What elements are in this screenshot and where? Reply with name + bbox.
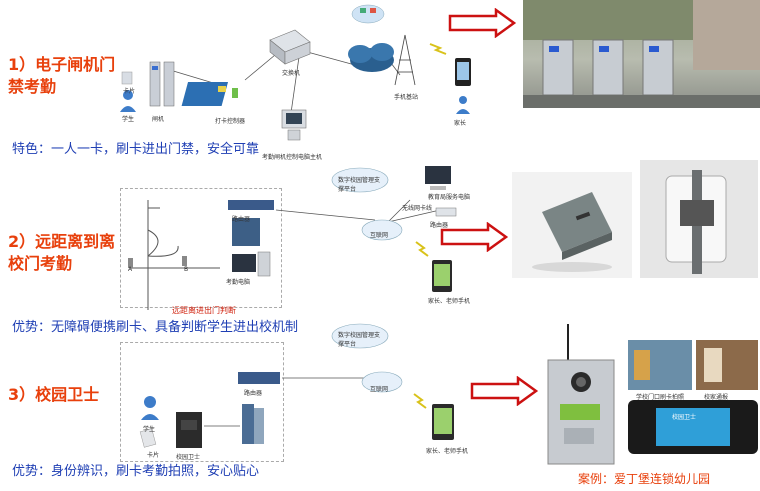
section-1-title-line1: 1）电子闸机门 (8, 55, 116, 74)
s3-label-internet: 互联网 (370, 386, 389, 393)
s2-zone-label: 远距离进出门判断 (172, 306, 236, 315)
school-pc-icon (425, 166, 451, 190)
antenna-reader-photo (640, 160, 758, 278)
s2-label-cloud: 数字校园管理支撑平台 (338, 177, 381, 193)
phone-icon-2 (432, 260, 452, 292)
internet-cloud-icon-3 (361, 371, 403, 393)
reader-a-icon (128, 258, 133, 268)
section-1-feature: 特色：一人一卡，刷卡进出门禁，安全可靠 (12, 142, 260, 157)
card-icon (139, 428, 157, 448)
campus-guard-photo (542, 324, 620, 466)
section-2-title: 2）远距离到离 校门考勤 (8, 231, 128, 275)
s2-label-school-pc: 教育局服务电脑 (428, 194, 471, 201)
screen-label-2: 校家通报 (704, 394, 729, 401)
section-1-title: 1）电子闸机门 禁考勤 (8, 54, 128, 98)
section-3-zone-box (120, 342, 284, 462)
arrow-3 (470, 376, 539, 406)
s2-label-b: B (184, 266, 189, 273)
arrow-1 (448, 8, 517, 38)
s2-label-a: A (128, 266, 133, 273)
switch-rack-icon (238, 372, 280, 444)
cell-tower-icon (394, 34, 416, 86)
screen-label-1: 学校门口刷卡拍照 (636, 394, 685, 401)
s1-label-parent: 家长 (454, 120, 467, 127)
internet-cloud-icon (361, 219, 403, 241)
turnstile-photo (523, 0, 760, 108)
switch-icon (269, 29, 311, 65)
section-3-title-line1: 3）校园卫士 (8, 385, 100, 404)
host-pc-icon (281, 109, 307, 141)
s1-label-controller: 打卡控制器 (215, 118, 246, 125)
section-2-title-line2: 校门考勤 (8, 254, 73, 273)
section-3-diagram (139, 323, 454, 448)
s1-label-student: 学生 (122, 116, 135, 123)
wireless-signal-icon-2 (415, 241, 429, 257)
section-2-title-line1: 2）远距离到离 (8, 232, 116, 251)
gate-icon (149, 61, 175, 107)
monitor-pc-icon (232, 251, 271, 277)
s3-label-cloud: 数字校园管理支撑平台 (338, 332, 381, 348)
case-label: 案例：爱丁堡连锁幼儿园 (578, 472, 711, 486)
phone-icon-3 (432, 404, 454, 440)
device-brand-label: 校园卫士 (672, 414, 697, 421)
s3-label-phone: 家长、老师手机 (426, 448, 469, 455)
router-icon (228, 200, 274, 246)
parent-icon (456, 96, 470, 114)
wireless-signal-icon (429, 43, 447, 55)
s1-label-gate: 闸机 (152, 116, 165, 123)
wireless-signal-icon-3 (413, 393, 427, 409)
controller-board-icon (181, 82, 238, 106)
section-3-feature: 优势：身份辨识，刷卡考勤拍照，安心贴心 (12, 464, 260, 479)
platform-cloud-icon (331, 167, 389, 193)
s2-label-router: 路由器 (232, 216, 251, 223)
section-2-diagram (128, 166, 457, 310)
s1-label-host: 考勤闸机控制电脑主机 (262, 154, 323, 161)
s3-label-router: 路由器 (244, 390, 263, 397)
section-1-diagram (120, 4, 471, 141)
campus-guard-device-icon (176, 412, 202, 448)
card-reader-photo (512, 172, 632, 278)
notification-screens-photo (626, 338, 760, 456)
phone-icon (455, 58, 471, 86)
reader-b-icon (182, 256, 187, 266)
cloud-icon (348, 43, 394, 72)
student-icon-3 (141, 396, 159, 420)
s1-label-switch: 交换机 (282, 70, 301, 77)
section-2-zone-box (120, 188, 282, 308)
s3-label-student: 学生 (143, 426, 156, 433)
s3-label-card: 卡片 (147, 452, 160, 459)
top-cloud-icon (351, 4, 385, 24)
s2-label-phone: 家长、老师手机 (428, 298, 471, 305)
s1-label-card: 卡片 (123, 88, 136, 95)
s2-label-monitor-pc: 考勤电脑 (226, 279, 251, 286)
s3-label-guard: 校园卫士 (176, 454, 201, 461)
section-2-feature: 优势：无障碍便携刷卡、具备判断学生进出校机制 (12, 320, 299, 335)
s2-label-internet: 互联网 (370, 232, 389, 239)
router2-icon (435, 207, 457, 217)
section-3-title: 3）校园卫士 (8, 384, 128, 406)
section-1-title-line2: 禁考勤 (8, 77, 57, 96)
student-icon (120, 90, 136, 112)
s1-label-station: 手机基站 (394, 94, 419, 101)
s2-label-router2: 路由器 (430, 222, 449, 229)
s2-label-wireless: 无线网卡线 (402, 205, 433, 212)
arrow-2 (440, 222, 509, 252)
platform-cloud-icon-3 (331, 323, 389, 349)
